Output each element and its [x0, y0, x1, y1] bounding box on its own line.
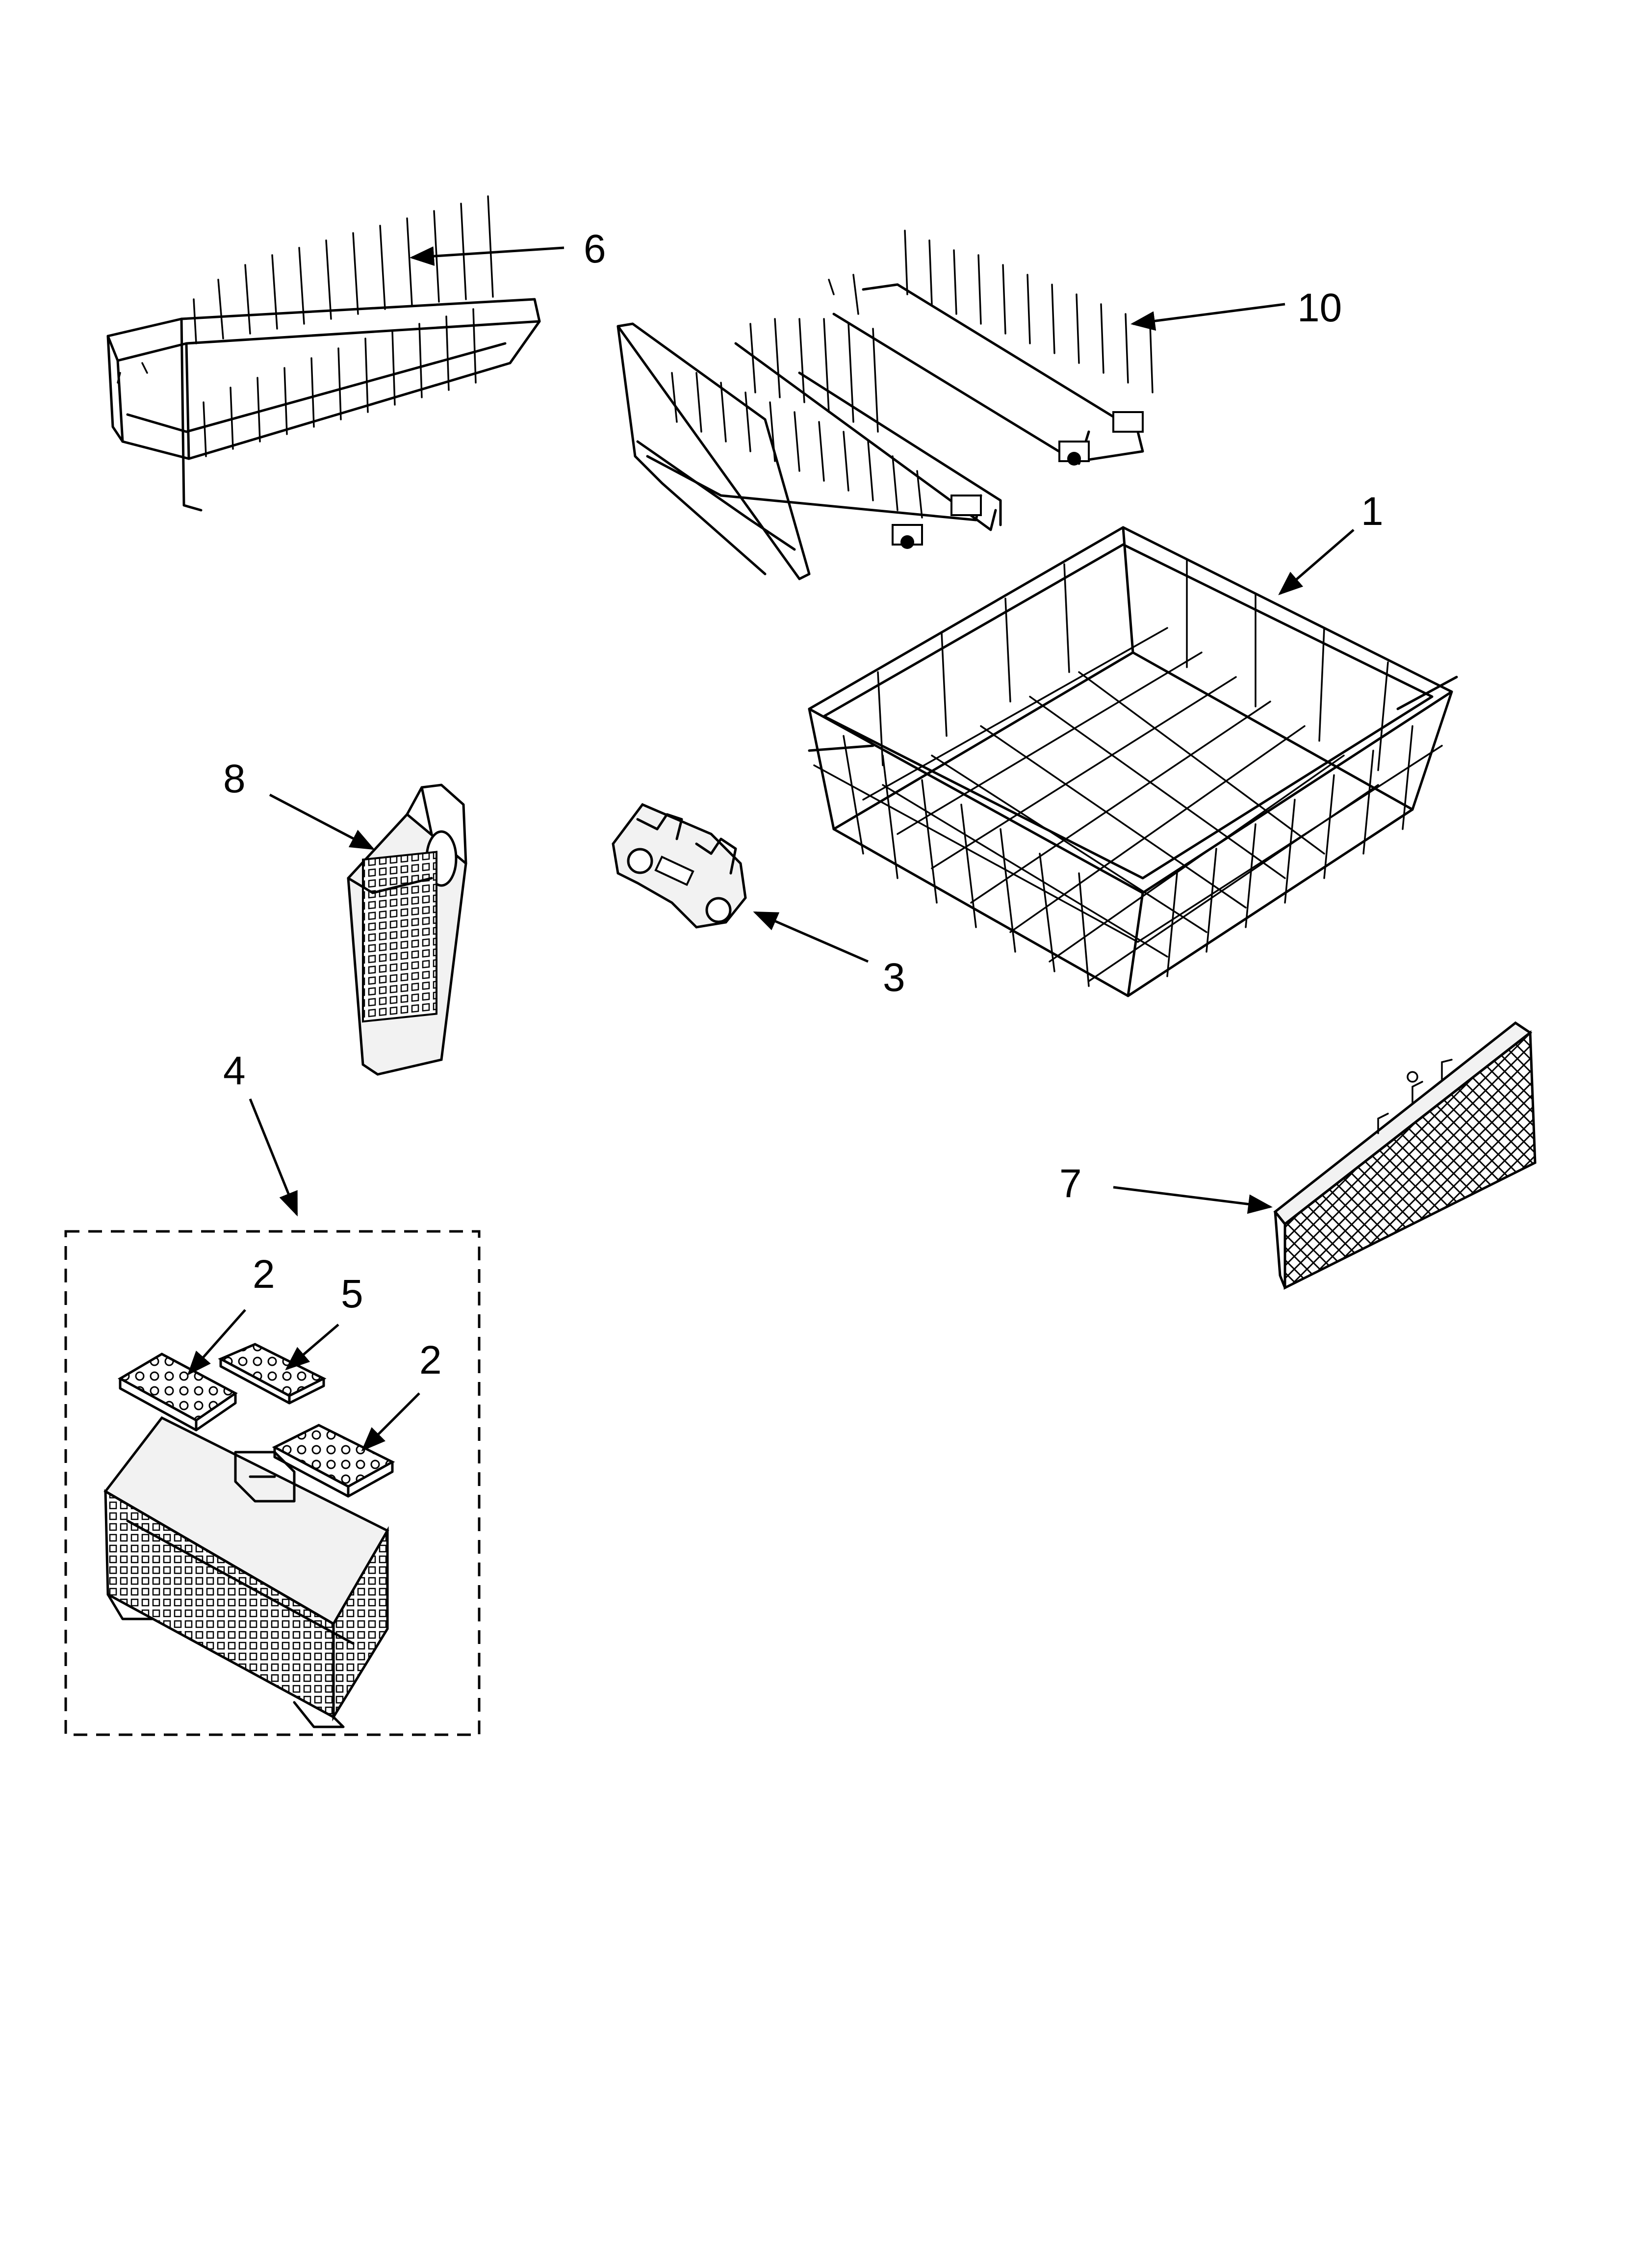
part-6-tine-rack	[106, 195, 541, 512]
callout-2a: 2	[253, 1252, 275, 1297]
callout-3: 3	[883, 955, 905, 1000]
callout-7: 7	[1059, 1161, 1082, 1206]
leader-2b	[361, 1392, 420, 1452]
callout-2b: 2	[419, 1338, 442, 1382]
part-1-lower-rack	[808, 526, 1458, 997]
part-10-folding-tines	[616, 230, 1154, 580]
part-3-rack-roller	[612, 803, 747, 929]
callout-1: 1	[1361, 489, 1384, 534]
part-5-center-insert	[218, 1343, 327, 1405]
part-7-mesh-screen	[1273, 1021, 1537, 1290]
callout-5: 5	[341, 1272, 363, 1316]
leader-4	[249, 1098, 298, 1217]
leader-10	[1130, 303, 1285, 331]
callout-4: 4	[223, 1048, 246, 1093]
silverware-basket-large	[103, 1416, 389, 1728]
callout-8: 8	[223, 756, 246, 801]
leader-6	[410, 246, 564, 266]
leader-2a	[187, 1309, 246, 1376]
part-2-cover-left	[117, 1353, 238, 1432]
part-8-silverware-basket	[347, 783, 467, 1076]
hinge-clip-icon	[892, 411, 1144, 549]
leader-5	[285, 1324, 339, 1371]
leader-7	[1113, 1186, 1273, 1214]
part-4-assembly-boundary	[64, 1230, 481, 1736]
callout-10: 10	[1297, 286, 1342, 330]
leader-1	[1278, 529, 1355, 596]
leader-3	[753, 911, 869, 963]
leader-lines	[187, 246, 1355, 1452]
leader-8	[269, 793, 375, 850]
callout-6: 6	[584, 227, 606, 271]
